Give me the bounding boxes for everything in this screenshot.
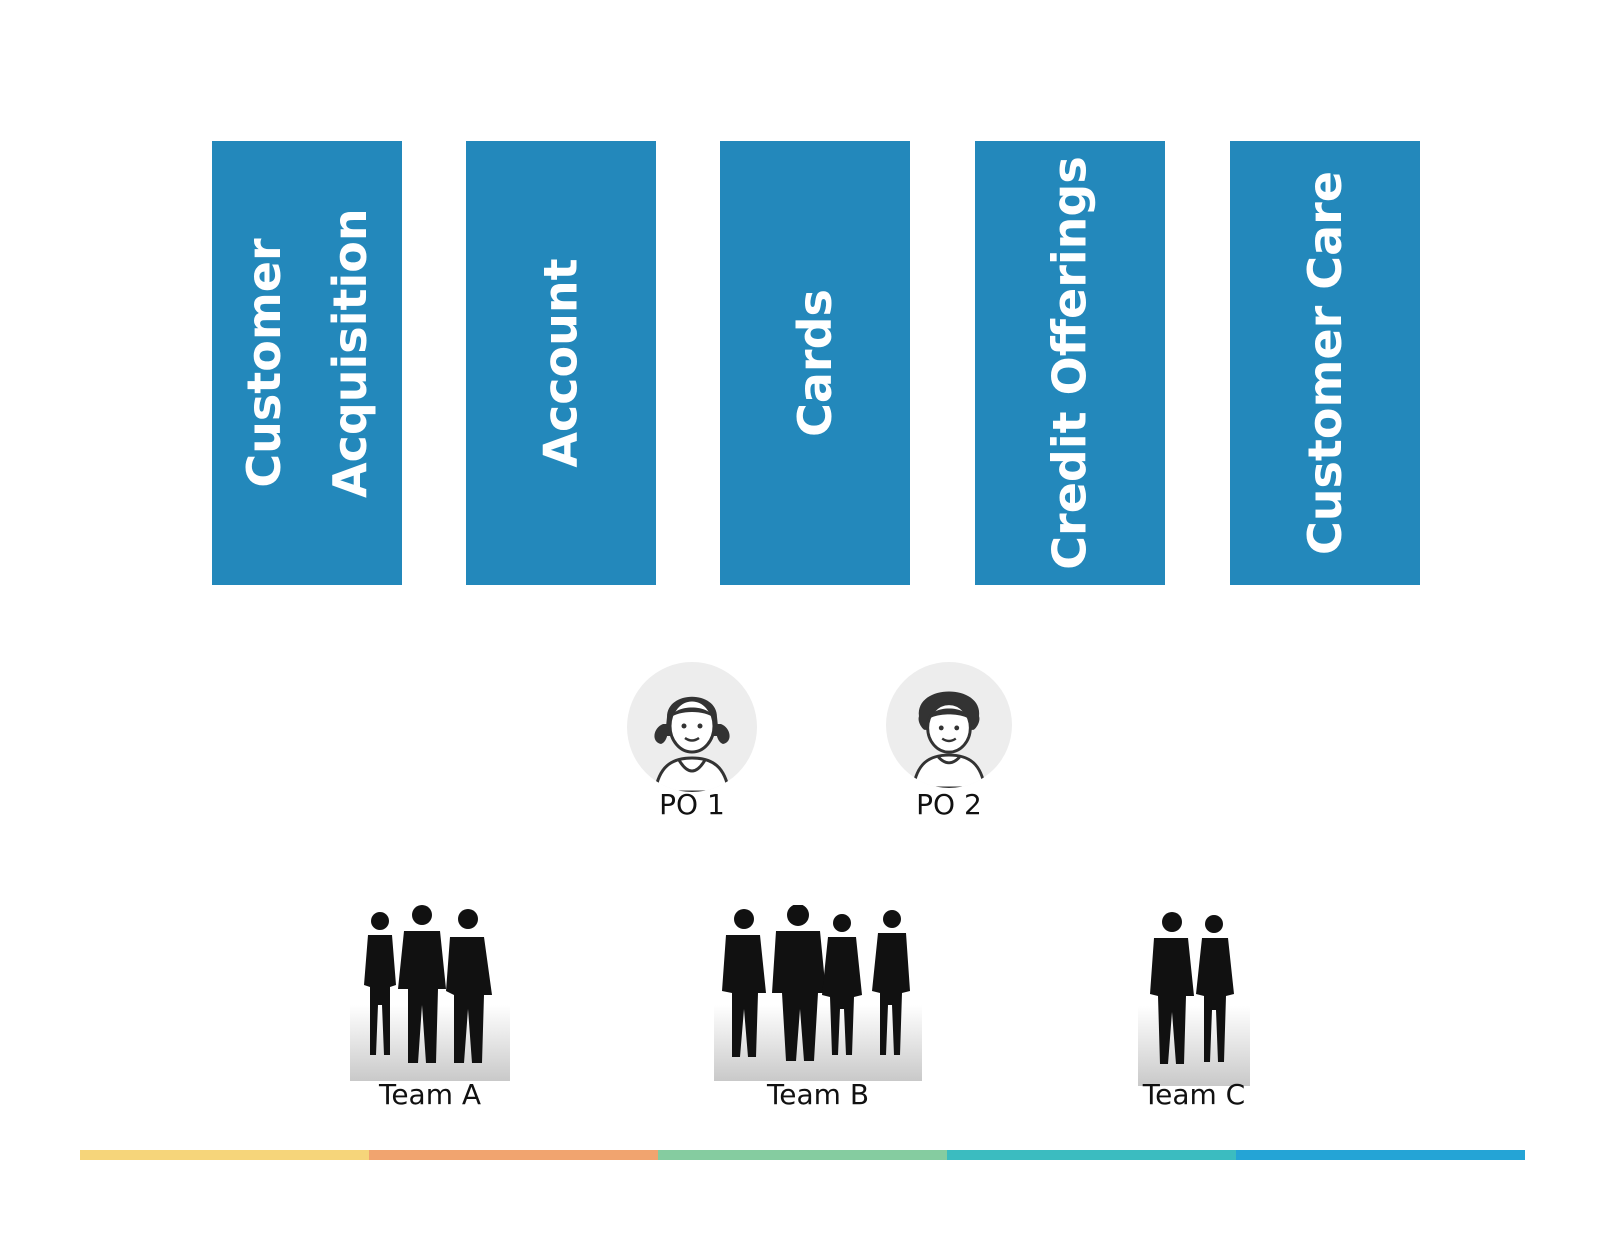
- team-c-silhouette: [1138, 910, 1250, 1086]
- block-label: Customer Acquisition: [237, 208, 377, 498]
- team-c-label: Team C: [1142, 1078, 1246, 1111]
- block-label: Account: [534, 258, 589, 468]
- strip-segment: [1236, 1150, 1525, 1160]
- team-b-label: Team B: [766, 1078, 870, 1111]
- po-2-label: PO 2: [916, 788, 982, 821]
- strip-segment: [80, 1150, 369, 1160]
- strip-segment: [369, 1150, 658, 1160]
- block-cards: Cards: [720, 141, 910, 585]
- block-label: Customer Care: [1298, 171, 1352, 555]
- block-credit-offerings: Credit Offerings: [975, 141, 1165, 585]
- block-customer-care: Customer Care: [1230, 141, 1420, 585]
- block-customer-acquisition: Customer Acquisition: [212, 141, 402, 585]
- block-account: Account: [466, 141, 656, 585]
- team-b-silhouette: [714, 905, 922, 1081]
- team-a-label: Team A: [378, 1078, 482, 1111]
- strip-segment: [658, 1150, 947, 1160]
- strip-segment: [947, 1150, 1236, 1160]
- po-1-label: PO 1: [659, 788, 725, 821]
- block-label: Credit Offerings: [1043, 156, 1098, 570]
- color-strip: [80, 1150, 1525, 1160]
- man-avatar-icon: [886, 662, 1012, 788]
- block-label: Cards: [787, 289, 842, 437]
- woman-avatar-icon: [627, 662, 757, 792]
- team-a-silhouette: [350, 905, 510, 1081]
